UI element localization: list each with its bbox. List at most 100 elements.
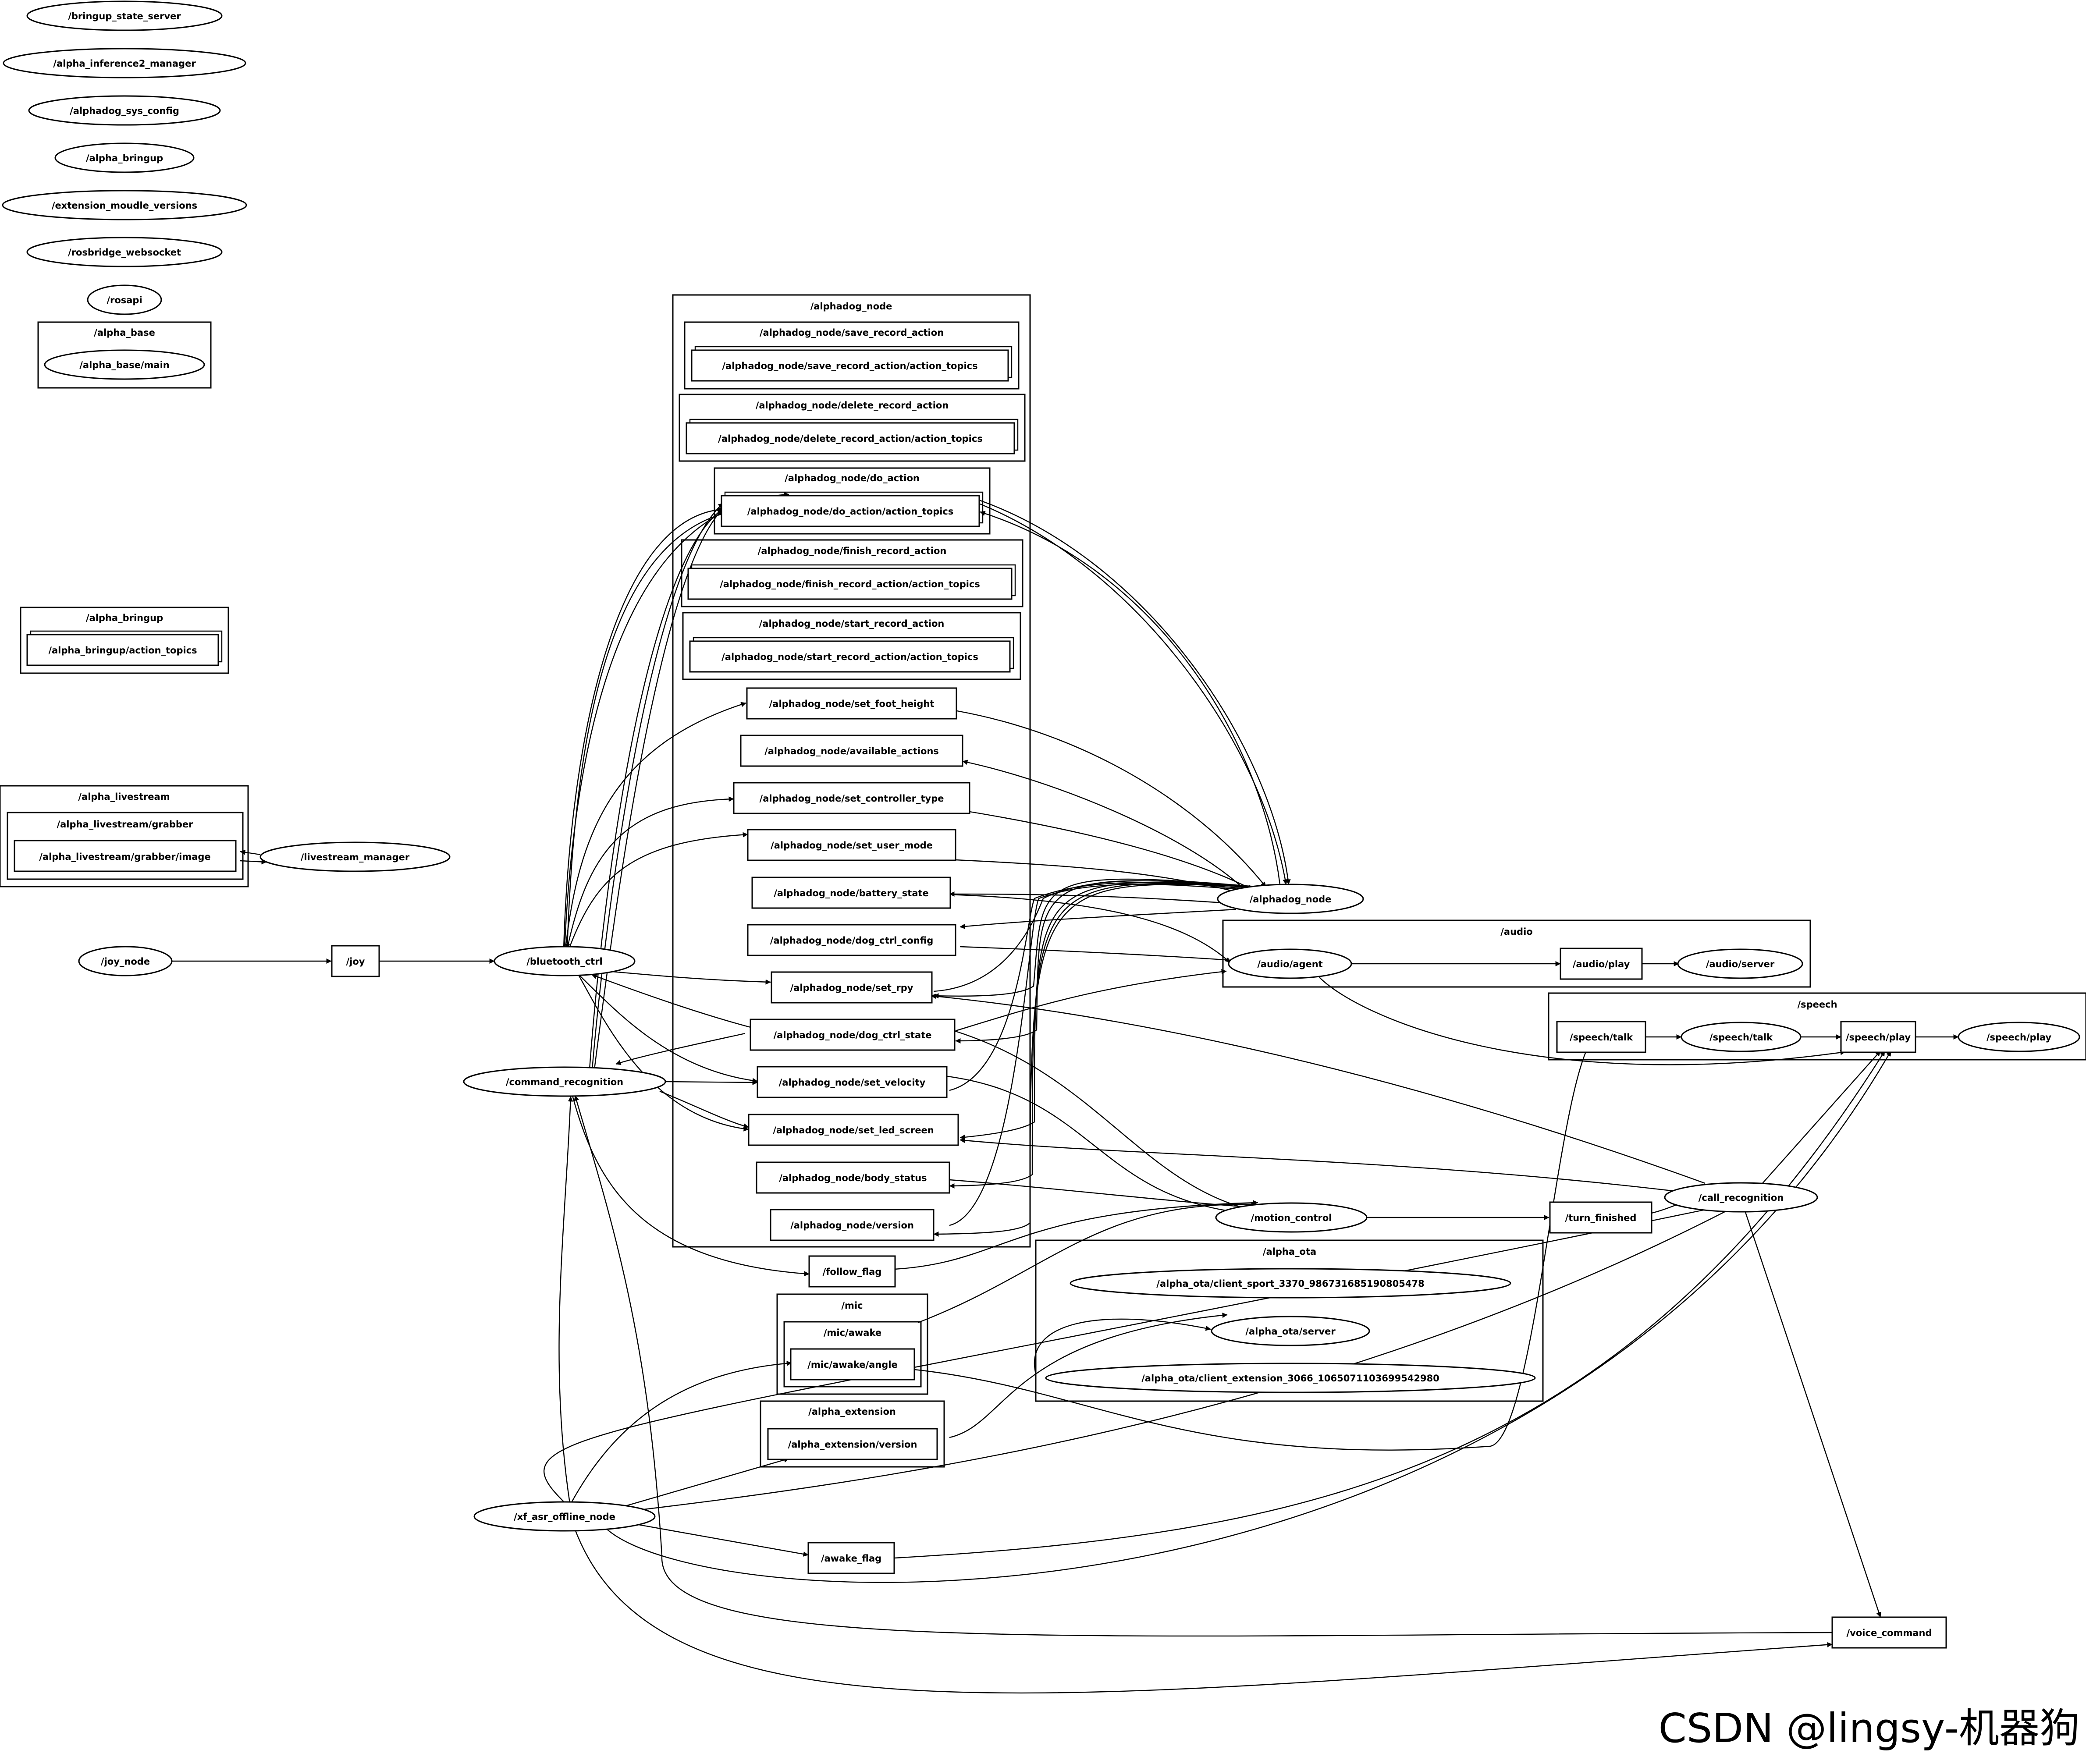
node-audio-agent[interactable]: /audio/agent — [1228, 948, 1352, 979]
topic-set-rpy[interactable]: /alphadog_node/set_rpy — [771, 971, 933, 1004]
node-rosapi[interactable]: /rosapi — [87, 284, 162, 315]
edge — [240, 849, 261, 855]
node-bluetooth-ctrl[interactable]: /bluetooth_ctrl — [494, 946, 636, 976]
edge — [558, 1096, 573, 1504]
topic-body-status[interactable]: /alphadog_node/body_status — [756, 1161, 950, 1194]
topic-grabber-image[interactable]: /alpha_livestream/grabber/image — [14, 840, 237, 872]
node-xf-asr-offline[interactable]: /xf_asr_offline_node — [473, 1501, 656, 1532]
edge — [659, 1090, 749, 1129]
edge — [949, 891, 1223, 904]
topic-save-record-action-topics[interactable]: /alphadog_node/save_record_action/action… — [691, 346, 1013, 382]
topic-turn-finished[interactable]: /turn_finished — [1549, 1201, 1652, 1234]
cluster-speech: /speech — [1548, 992, 2086, 1061]
edge — [631, 1523, 809, 1557]
edge — [578, 975, 749, 1132]
node-motion-control[interactable]: /motion_control — [1215, 1202, 1368, 1233]
edge — [980, 500, 1291, 885]
node-alphadog-node[interactable]: /alphadog_node — [1217, 884, 1364, 914]
node-call-recognition[interactable]: /call_recognition — [1664, 1182, 1818, 1213]
edge — [894, 1200, 1258, 1270]
edge — [591, 974, 754, 1029]
cluster-alphadog-node: /alphadog_node — [672, 294, 1031, 1248]
topic-follow-flag[interactable]: /follow_flag — [808, 1255, 896, 1288]
node-label: /alpha_ota/client_extension_3066_1065071… — [1141, 1373, 1439, 1384]
node-ota-client-extension[interactable]: /alpha_ota/client_extension_3066_1065071… — [1045, 1363, 1536, 1393]
topic-delete-record-action-topics[interactable]: /alphadog_node/delete_record_action/acti… — [686, 419, 1019, 454]
edge — [563, 507, 724, 949]
node-alpha-inference2-manager[interactable]: /alpha_inference2_manager — [3, 48, 246, 78]
edge — [933, 884, 1267, 1237]
topic-set-controller-type[interactable]: /alphadog_node/set_controller_type — [733, 782, 970, 814]
edge — [1319, 977, 1846, 1065]
cluster-label: /alpha_extension — [808, 1406, 896, 1417]
edge — [949, 882, 1258, 1091]
edge — [944, 1075, 1254, 1217]
edge — [962, 760, 1245, 890]
node-label: /alphadog_node/set_led_screen — [773, 1125, 934, 1136]
topic-battery-state[interactable]: /alphadog_node/battery_state — [751, 877, 951, 909]
topic-alpha-bringup-action-topics[interactable]: /alpha_bringup/action_topics — [26, 630, 223, 666]
edge — [933, 878, 1267, 999]
node-livestream-manager[interactable]: /livestream_manager — [259, 841, 451, 872]
node-label: /speech/talk — [1709, 1032, 1773, 1043]
node-joy-node[interactable]: /joy_node — [78, 946, 173, 976]
topic-mic-awake-angle[interactable]: /mic/awake/angle — [790, 1348, 915, 1381]
topic-dog-ctrl-config[interactable]: /alphadog_node/dog_ctrl_config — [747, 924, 956, 956]
node-audio-server[interactable]: /audio/server — [1677, 948, 1803, 979]
topic-set-velocity[interactable]: /alphadog_node/set_velocity — [757, 1066, 948, 1098]
cluster-alpha-base: /alpha_base — [37, 321, 212, 389]
topic-set-user-mode[interactable]: /alphadog_node/set_user_mode — [747, 829, 956, 861]
cluster-label: /mic — [841, 1300, 863, 1311]
cluster-audio: /audio — [1222, 919, 1811, 988]
edge — [574, 970, 758, 1083]
node-label: /alpha_extension/version — [788, 1439, 917, 1450]
edge — [591, 503, 724, 1070]
node-speech-play[interactable]: /speech/play — [1958, 1022, 2080, 1052]
topic-available-actions[interactable]: /alphadog_node/available_actions — [740, 735, 963, 767]
node-label: /command_recognition — [506, 1077, 623, 1087]
topic-finish-record-action-topics[interactable]: /alphadog_node/finish_record_action/acti… — [687, 564, 1016, 600]
node-label: /awake_flag — [821, 1553, 881, 1564]
node-alphadog-sys-config[interactable]: /alphadog_sys_config — [28, 95, 221, 126]
node-ota-server[interactable]: /alpha_ota/server — [1211, 1316, 1370, 1346]
topic-set-led-screen[interactable]: /alphadog_node/set_led_screen — [748, 1114, 959, 1146]
node-speech-talk[interactable]: /speech/talk — [1681, 1022, 1802, 1052]
node-alpha-base-main[interactable]: /alpha_base/main — [44, 349, 205, 380]
node-label: /alphadog_node/finish_record_action/acti… — [720, 579, 980, 589]
node-label: /alphadog_node/set_rpy — [790, 983, 913, 993]
node-label: /rosapi — [107, 295, 142, 305]
topic-dog-ctrl-state[interactable]: /alphadog_node/dog_ctrl_state — [750, 1019, 956, 1051]
node-ota-client-sport[interactable]: /alpha_ota/client_sport_3370_98673168519… — [1070, 1268, 1511, 1299]
edge — [569, 1360, 792, 1506]
node-label: /turn_finished — [1565, 1213, 1637, 1223]
topic-version[interactable]: /alphadog_node/version — [770, 1209, 935, 1241]
node-extension-moudle-versions[interactable]: /extension_moudle_versions — [2, 190, 247, 220]
cluster-label: /alphadog_node/save_record_action — [760, 327, 944, 338]
node-label: /alpha_inference2_manager — [53, 58, 196, 69]
topic-audio-play[interactable]: /audio/play — [1560, 948, 1643, 980]
topic-voice-command[interactable]: /voice_command — [1831, 1616, 1947, 1649]
node-label: /alphadog_node/set_velocity — [779, 1077, 926, 1088]
node-bringup-state-server[interactable]: /bringup_state_server — [26, 0, 223, 31]
topic-start-record-action-topics[interactable]: /alphadog_node/start_record_action/actio… — [689, 637, 1014, 673]
cluster-finish-record-action: /alphadog_node/finish_record_action — [681, 539, 1023, 607]
topic-speech-play[interactable]: /speech/play — [1840, 1021, 1916, 1053]
topic-set-foot-height[interactable]: /alphadog_node/set_foot_height — [746, 687, 957, 720]
node-label: /voice_command — [1847, 1628, 1932, 1638]
node-rosbridge-websocket[interactable]: /rosbridge_websocket — [26, 237, 223, 267]
topic-awake-flag[interactable]: /awake_flag — [807, 1542, 895, 1574]
node-label: /call_recognition — [1699, 1193, 1784, 1203]
topic-speech-talk[interactable]: /speech/talk — [1556, 1021, 1646, 1053]
cluster-label: /alphadog_node/finish_record_action — [758, 546, 947, 556]
topic-do-action-topics[interactable]: /alphadog_node/do_action/action_topics — [721, 491, 984, 527]
edge — [593, 506, 726, 1070]
node-command-recognition[interactable]: /command_recognition — [463, 1066, 666, 1097]
cluster-do-action: /alphadog_node/do_action — [714, 467, 991, 535]
topic-alpha-extension-version[interactable]: /alpha_extension/version — [767, 1428, 938, 1460]
cluster-delete-record-action: /alphadog_node/delete_record_action — [679, 394, 1026, 462]
topic-joy[interactable]: /joy — [331, 945, 380, 977]
node-alpha-bringup[interactable]: /alpha_bringup — [54, 142, 195, 173]
cluster-mic: /mic — [776, 1293, 928, 1395]
clusters: /alpha_base /alpha_bringup /alpha_livest… — [0, 294, 2086, 1468]
